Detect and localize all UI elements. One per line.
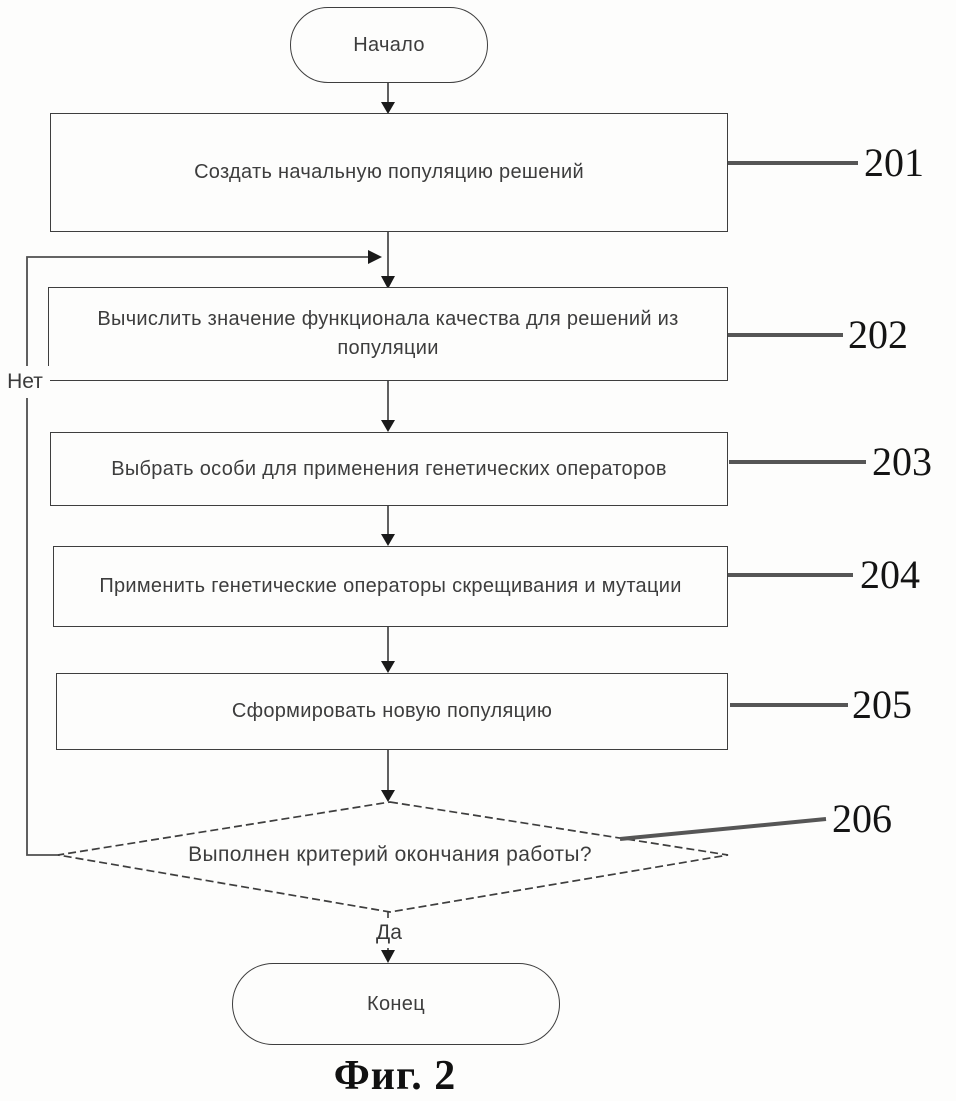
ref-label-201: 201 [864, 140, 924, 185]
leader-line-206 [619, 817, 827, 841]
process-box-203-label: Выбрать особи для применения генетически… [111, 457, 667, 480]
process-box-202-label: Вычислить значение функционала качества … [97, 308, 679, 359]
process-box-204-label: Применить генетические операторы скрещив… [99, 575, 682, 597]
arrowhead-into-end [381, 950, 395, 963]
process-box-204: Применить генетические операторы скрещив… [53, 546, 728, 627]
process-box-203: Выбрать особи для применения генетически… [50, 432, 728, 506]
decision-diamond-label: Выполнен критерий окончания работы? [188, 843, 592, 866]
end-terminal: Конец [232, 963, 560, 1045]
arrowhead-into-203 [381, 420, 395, 432]
process-box-205-label: Сформировать новую популяцию [231, 700, 553, 722]
process-box-205: Сформировать новую популяцию [56, 673, 728, 750]
arrowhead-into-201 [381, 102, 395, 114]
end-terminal-label: Конец [367, 992, 425, 1015]
ref-label-205: 205 [852, 682, 912, 727]
yes-branch-label: Да [369, 918, 409, 948]
flow-line-no-loop [26, 256, 369, 856]
decision-diamond-shape [57, 801, 729, 913]
arrowhead-loop-junction [368, 250, 382, 264]
figure-caption: Фиг. 2 [333, 1053, 457, 1099]
arrowhead-into-204 [381, 534, 395, 546]
arrowhead-into-202 [381, 276, 395, 289]
arrowhead-into-206 [381, 790, 395, 802]
ref-label-203: 203 [872, 439, 932, 484]
ref-label-202: 202 [848, 312, 908, 357]
start-terminal: Начало [290, 7, 488, 83]
ref-label-206: 206 [832, 796, 892, 841]
process-box-202: Вычислить значение функционала качества … [48, 287, 728, 381]
process-box-201-label: Создать начальную популяцию решений [194, 161, 584, 183]
start-terminal-label: Начало [353, 33, 425, 56]
no-branch-label: Нет [0, 366, 50, 398]
process-box-201: Создать начальную популяцию решений [50, 113, 728, 232]
arrowhead-into-205 [381, 661, 395, 673]
ref-label-204: 204 [860, 552, 920, 597]
